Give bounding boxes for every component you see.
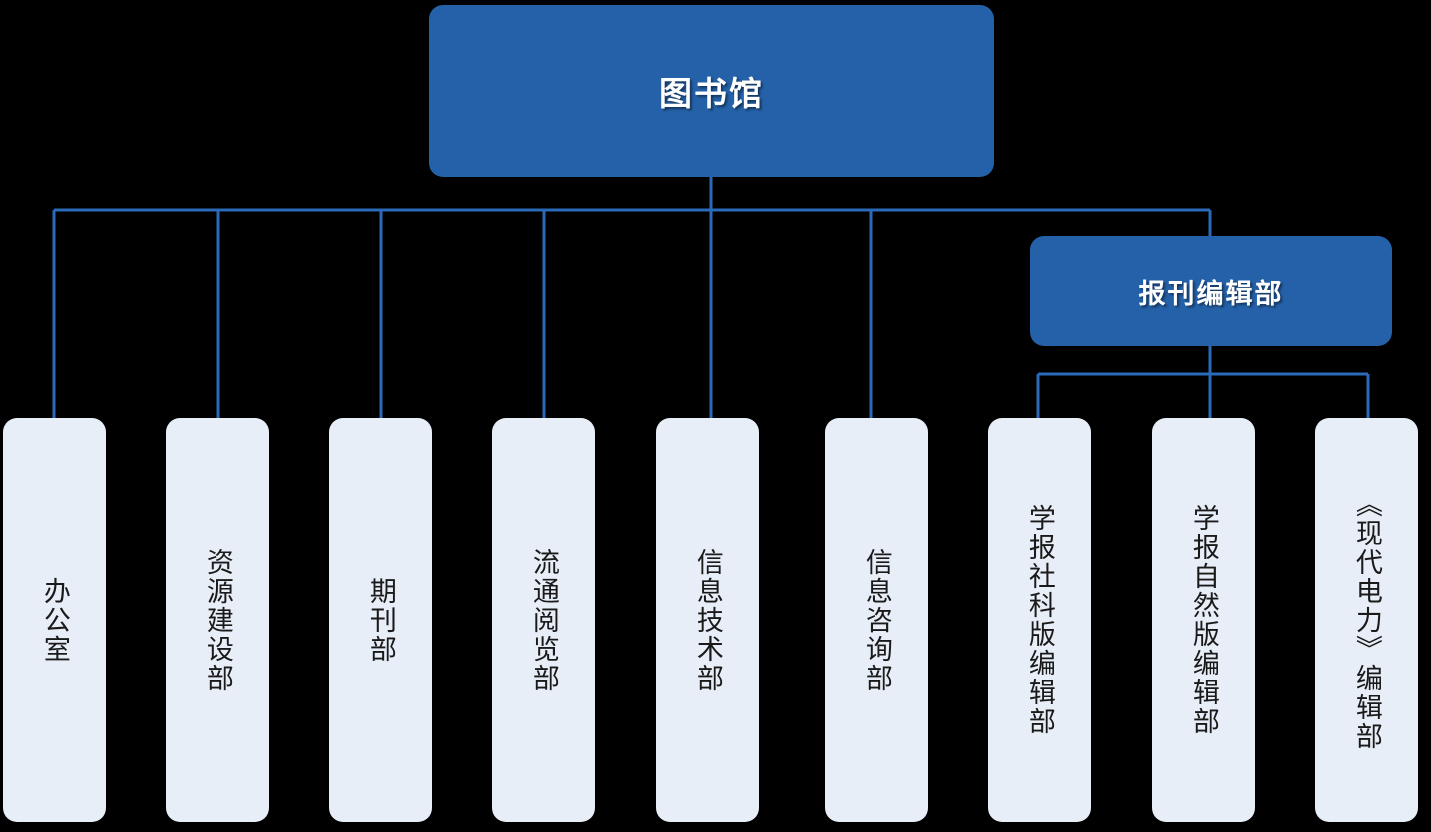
- node-root-library[interactable]: 图书馆: [429, 5, 994, 177]
- node-office-label: 办公室: [39, 576, 70, 664]
- node-information-technology-dept[interactable]: 信息技术部: [656, 418, 759, 822]
- node-information-consulting-dept-label: 信息咨询部: [861, 547, 892, 693]
- node-resource-development-dept[interactable]: 资源建设部: [166, 418, 269, 822]
- node-periodical-editorial-office-label: 报刊编辑部: [1138, 278, 1284, 309]
- node-information-technology-dept-label: 信息技术部: [692, 547, 723, 693]
- node-journal-natural-science-editorial-dept[interactable]: 学报自然版编辑部: [1152, 418, 1255, 822]
- node-periodicals-dept[interactable]: 期刊部: [329, 418, 432, 822]
- node-root-label: 图书馆: [659, 75, 764, 112]
- node-periodicals-dept-label: 期刊部: [365, 576, 396, 664]
- node-information-consulting-dept[interactable]: 信息咨询部: [825, 418, 928, 822]
- node-journal-social-science-editorial-dept[interactable]: 学报社科版编辑部: [988, 418, 1091, 822]
- node-modern-electric-power-editorial-dept-label: 《现代电力》编辑部: [1351, 489, 1382, 751]
- node-journal-natural-science-editorial-dept-label: 学报自然版编辑部: [1188, 504, 1219, 736]
- node-journal-social-science-editorial-dept-label: 学报社科版编辑部: [1024, 504, 1055, 736]
- node-modern-electric-power-editorial-dept[interactable]: 《现代电力》编辑部: [1315, 418, 1418, 822]
- node-circulation-reading-dept-label: 流通阅览部: [528, 547, 559, 693]
- node-office[interactable]: 办公室: [3, 418, 106, 822]
- node-periodical-editorial-office[interactable]: 报刊编辑部: [1030, 236, 1392, 346]
- node-resource-development-dept-label: 资源建设部: [202, 547, 233, 693]
- node-circulation-reading-dept[interactable]: 流通阅览部: [492, 418, 595, 822]
